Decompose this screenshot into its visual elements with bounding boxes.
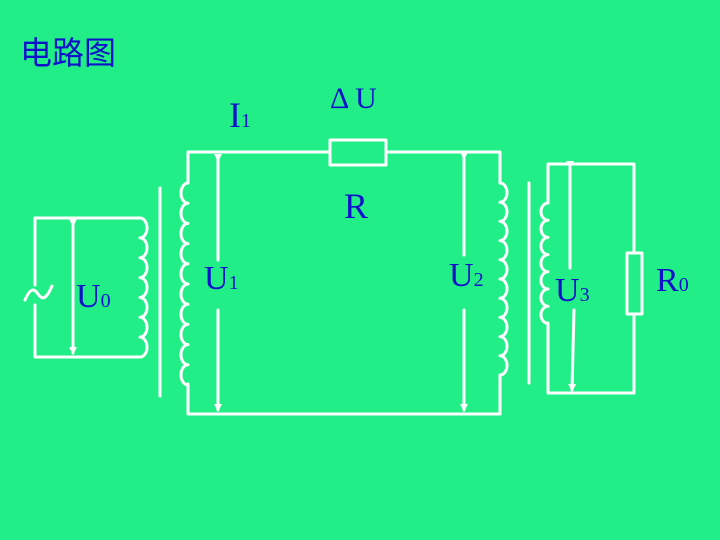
label-u0: U0 [76, 278, 111, 315]
label-r0: R0 [656, 262, 689, 299]
transformer2-primary-coil [498, 181, 509, 377]
label-i1: I1 [229, 95, 251, 135]
transformer1-secondary-coil [179, 181, 190, 387]
transformer1-primary-coil [138, 216, 149, 359]
ac-source-icon [23, 284, 54, 302]
label-delta-u: Δ U [330, 82, 377, 115]
label-u1: U1 [204, 260, 239, 297]
label-u2: U2 [449, 257, 484, 294]
label-u3: U3 [555, 272, 590, 309]
resistor-r0 [625, 251, 644, 316]
source-loop [23, 216, 142, 359]
load-loop [546, 162, 636, 395]
transformer2-secondary-coil [539, 201, 550, 325]
label-r: R [344, 186, 369, 226]
u3-arrow-bottom [568, 308, 577, 392]
transmission-line [186, 150, 502, 416]
resistor-r [328, 138, 388, 167]
slide-title: 电路图 [20, 34, 117, 72]
